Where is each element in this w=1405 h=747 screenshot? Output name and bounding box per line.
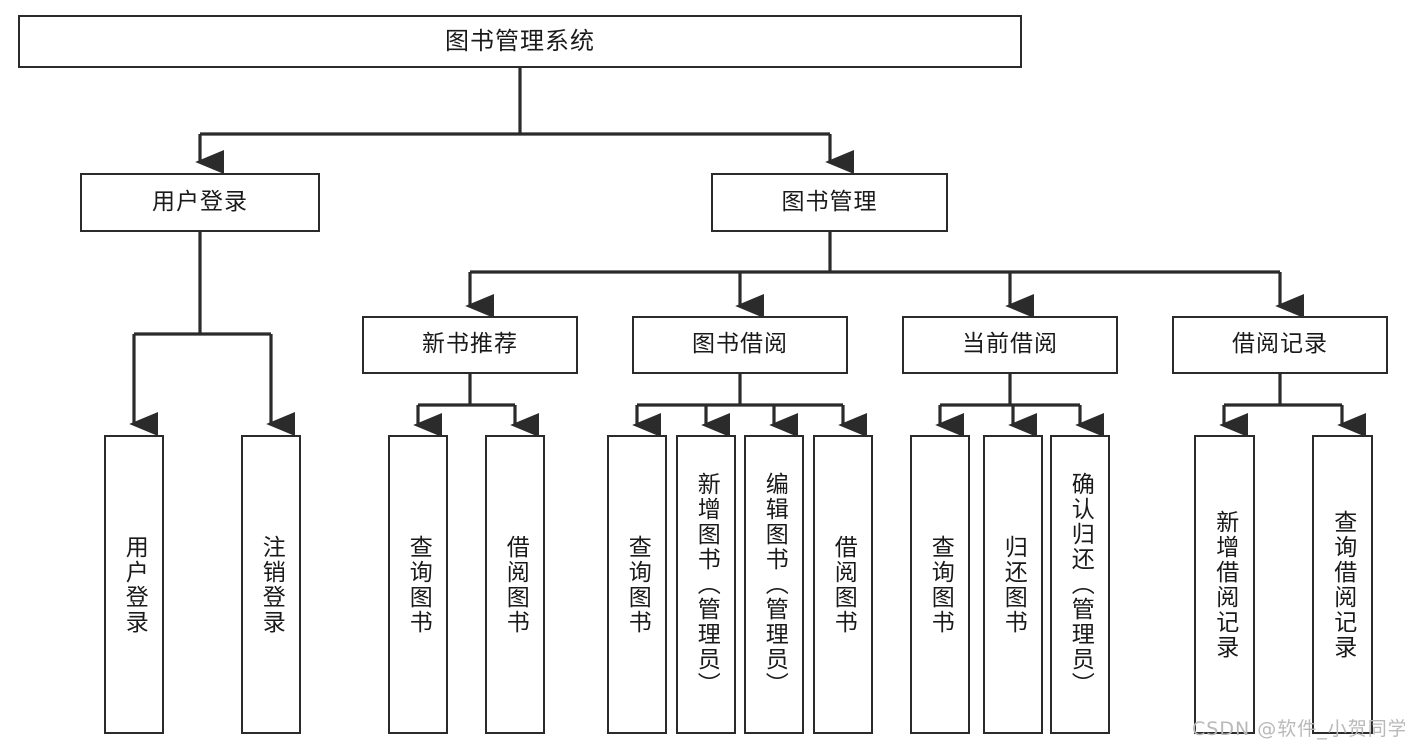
- leaf-add-book-admin-label: 新增图书（管理员）: [693, 472, 720, 697]
- node-book-borrow-label: 图书借阅: [692, 331, 788, 358]
- leaf-return-book[interactable]: 归还图书: [983, 435, 1043, 734]
- node-book-management[interactable]: 图书管理: [711, 173, 948, 232]
- leaf-query-book-current[interactable]: 查询图书: [910, 435, 970, 734]
- leaf-borrow-book[interactable]: 借阅图书: [813, 435, 873, 734]
- leaf-user-login-label: 用户登录: [121, 534, 148, 635]
- node-new-book-recommend[interactable]: 新书推荐: [362, 316, 578, 374]
- leaf-borrow-book-newbook-label: 借阅图书: [502, 534, 529, 635]
- leaf-confirm-return-admin-label: 确认归还（管理员）: [1067, 472, 1094, 697]
- leaf-return-book-label: 归还图书: [1000, 534, 1027, 635]
- leaf-add-borrow-record[interactable]: 新增借阅记录: [1194, 435, 1255, 734]
- leaf-query-borrow-record[interactable]: 查询借阅记录: [1312, 435, 1373, 734]
- leaf-edit-book-admin-label: 编辑图书（管理员）: [761, 472, 788, 697]
- node-current-borrow-label: 当前借阅: [962, 331, 1058, 358]
- leaf-user-login[interactable]: 用户登录: [104, 435, 164, 734]
- leaf-add-borrow-record-label: 新增借阅记录: [1211, 509, 1238, 660]
- leaf-edit-book-admin[interactable]: 编辑图书（管理员）: [744, 435, 804, 734]
- node-borrow-record[interactable]: 借阅记录: [1172, 316, 1388, 374]
- node-user-login[interactable]: 用户登录: [80, 173, 320, 232]
- node-root-label: 图书管理系统: [445, 27, 595, 56]
- leaf-add-book-admin[interactable]: 新增图书（管理员）: [676, 435, 736, 734]
- node-new-book-recommend-label: 新书推荐: [422, 331, 518, 358]
- leaf-query-book-borrow[interactable]: 查询图书: [607, 435, 667, 734]
- leaf-confirm-return-admin[interactable]: 确认归还（管理员）: [1050, 435, 1110, 734]
- node-root[interactable]: 图书管理系统: [18, 15, 1022, 68]
- leaf-logout[interactable]: 注销登录: [241, 435, 301, 734]
- node-book-management-label: 图书管理: [781, 188, 878, 215]
- leaf-query-book-newbook[interactable]: 查询图书: [388, 435, 448, 734]
- node-book-borrow[interactable]: 图书借阅: [632, 316, 848, 374]
- node-current-borrow[interactable]: 当前借阅: [902, 316, 1118, 374]
- leaf-logout-label: 注销登录: [258, 534, 285, 635]
- node-user-login-label: 用户登录: [152, 188, 248, 215]
- leaf-query-book-current-label: 查询图书: [927, 534, 954, 635]
- leaf-query-book-newbook-label: 查询图书: [405, 534, 432, 635]
- leaf-query-borrow-record-label: 查询借阅记录: [1329, 509, 1356, 660]
- leaf-query-book-borrow-label: 查询图书: [624, 534, 651, 635]
- leaf-borrow-book-newbook[interactable]: 借阅图书: [485, 435, 545, 734]
- leaf-borrow-book-label: 借阅图书: [830, 534, 857, 635]
- node-borrow-record-label: 借阅记录: [1232, 331, 1328, 358]
